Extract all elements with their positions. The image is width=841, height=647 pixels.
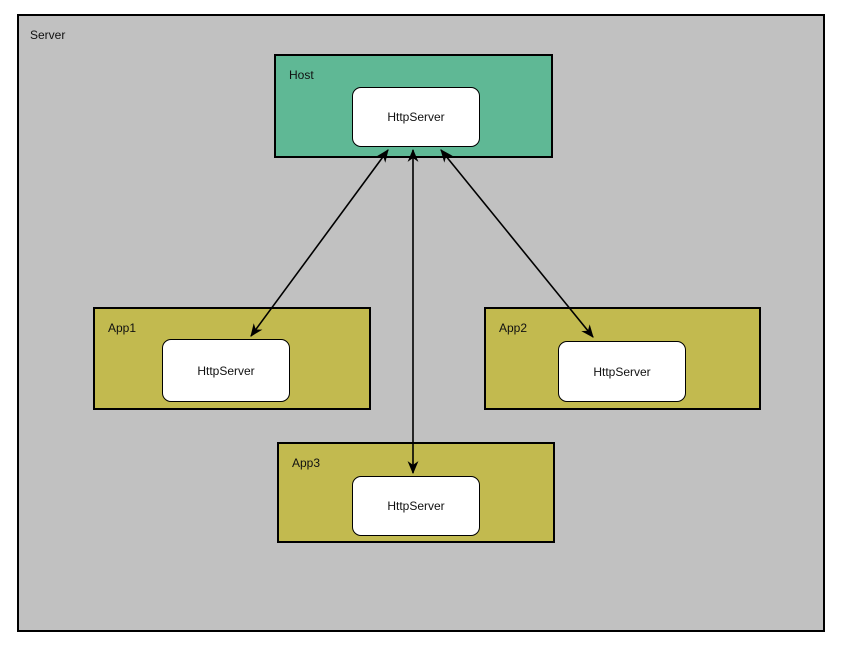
app3-label: App3 [292,456,321,470]
server-label: Server [30,28,66,42]
host-httpserver-node: HttpServer [352,87,480,147]
app1-label: App1 [108,321,137,335]
app3-httpserver-node: HttpServer [352,476,480,536]
host-label: Host [289,68,314,82]
app2-label: App2 [499,321,528,335]
app2-httpserver-label: HttpServer [593,364,651,379]
app3-httpserver-label: HttpServer [387,499,445,513]
app1-httpserver-label: HttpServer [197,363,255,378]
app2-httpserver-node: HttpServer [558,341,686,402]
host-httpserver-label: HttpServer [387,110,445,124]
app1-httpserver-node: HttpServer [162,339,290,402]
